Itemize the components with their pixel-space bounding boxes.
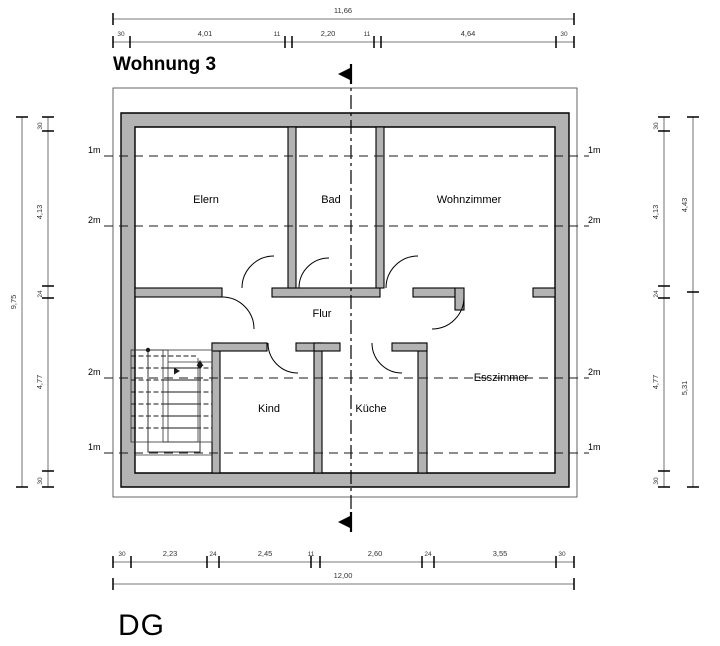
dim-bottom-1: 30 (118, 551, 126, 558)
dim-top-4: 2,20 (321, 29, 336, 38)
floor-label: DG (118, 609, 165, 642)
interior-wall-kueche-top-left (313, 342, 341, 352)
dim-top-5: 11 (364, 31, 371, 38)
dim-right-4: 4,77 (651, 375, 660, 390)
room-label-bad: Bad (321, 194, 341, 206)
dim-top-6: 4,64 (461, 29, 476, 38)
dim-top-2: 4,01 (198, 29, 213, 38)
section-arrow-top (338, 64, 353, 84)
height-label-left-1m: 1m (88, 145, 101, 155)
dim-left-3: 24 (37, 290, 44, 298)
dim-bottom-7: 24 (424, 551, 432, 558)
dim-right-3: 24 (653, 290, 660, 298)
dim-right-5: 30 (653, 477, 660, 485)
interior-wall-corridor-mid (271, 287, 381, 298)
interior-wall-corridor-right (412, 287, 456, 298)
dim-top-overall: 11,66 (334, 6, 352, 15)
height-label-right-1m-lower: 1m (588, 442, 601, 452)
dim-bottom-4: 2,45 (258, 549, 273, 558)
dim-top-3: 11 (274, 31, 281, 38)
dim-top-7: 30 (560, 31, 568, 38)
interior-wall-corridor-left (134, 287, 223, 298)
dim-bottom-8: 3,55 (493, 549, 508, 558)
dim-bottom-overall: 12,00 (334, 571, 353, 580)
height-marker-labels: 1m 2m 2m 1m 1m 2m 2m 1m (88, 145, 601, 452)
room-label-kind: Kind (258, 403, 280, 415)
height-label-left-1m-lower: 1m (88, 442, 101, 452)
height-label-right-1m: 1m (588, 145, 601, 155)
room-label-esszimmer: Esszimmer (474, 372, 529, 384)
interior-wall-eltern-bad (287, 126, 297, 289)
dim-bottom-2: 2,23 (163, 549, 178, 558)
interior-wall-kueche-top-right (391, 342, 428, 352)
door-arc-kind (267, 342, 299, 374)
door-arc-esszimmer (431, 296, 465, 330)
height-label-left-2m-lower: 2m (88, 367, 101, 377)
door-arc-wohnzimmer (385, 255, 419, 289)
dimension-left: 9,75 30 4,13 24 4,77 30 (9, 116, 54, 488)
room-label-eltern: Elern (193, 194, 219, 206)
dim-bottom-3: 24 (209, 551, 217, 558)
dim-right-2: 4,13 (651, 205, 660, 220)
door-arc-bad (298, 257, 330, 289)
height-label-left-2m-upper: 2m (88, 215, 101, 225)
dimension-bottom: 30 2,23 24 2,45 11 2,60 24 3,55 30 12,00 (112, 549, 575, 590)
dim-top-1: 30 (117, 31, 125, 38)
door-arc-stair (221, 296, 255, 330)
door-arc-eltern (241, 255, 275, 289)
dim-bottom-9: 30 (558, 551, 566, 558)
door-arc-kueche (371, 342, 403, 374)
height-label-right-2m-lower: 2m (588, 367, 601, 377)
dim-right-outer-1: 4,43 (680, 198, 689, 213)
height-label-right-2m-upper: 2m (588, 215, 601, 225)
dim-left-overall: 9,75 (9, 295, 18, 310)
dimension-right: 30 4,13 24 4,77 30 4,43 5,31 (651, 116, 699, 488)
page-title: Wohnung 3 (113, 54, 216, 75)
dim-left-1: 30 (37, 122, 44, 130)
room-label-wohnzimmer: Wohnzimmer (437, 194, 502, 206)
room-labels: Elern Bad Wohnzimmer Flur Kind Küche Ess… (193, 194, 528, 415)
dim-left-5: 30 (37, 477, 44, 485)
dim-left-4: 4,77 (35, 375, 44, 390)
section-arrow-bottom (338, 512, 353, 532)
interior-wall-corridor-far-right (532, 287, 556, 298)
height-lines (104, 155, 589, 454)
dim-bottom-5: 11 (308, 551, 315, 558)
interior-wall-bad-wohnzimmer (375, 126, 385, 289)
room-label-kueche: Küche (355, 403, 386, 415)
staircase (130, 347, 213, 456)
interior-wall-kind-top-left (211, 342, 268, 352)
dim-bottom-6: 2,60 (368, 549, 383, 558)
dim-left-2: 4,13 (35, 205, 44, 220)
exterior-wall (120, 112, 570, 488)
dim-right-outer-2: 5,31 (680, 381, 689, 396)
roof-outline (112, 87, 578, 498)
room-label-flur: Flur (313, 308, 332, 320)
dimension-top: 11,66 30 4,01 11 2,20 11 4,64 30 (112, 6, 575, 48)
dim-right-1: 30 (653, 122, 660, 130)
